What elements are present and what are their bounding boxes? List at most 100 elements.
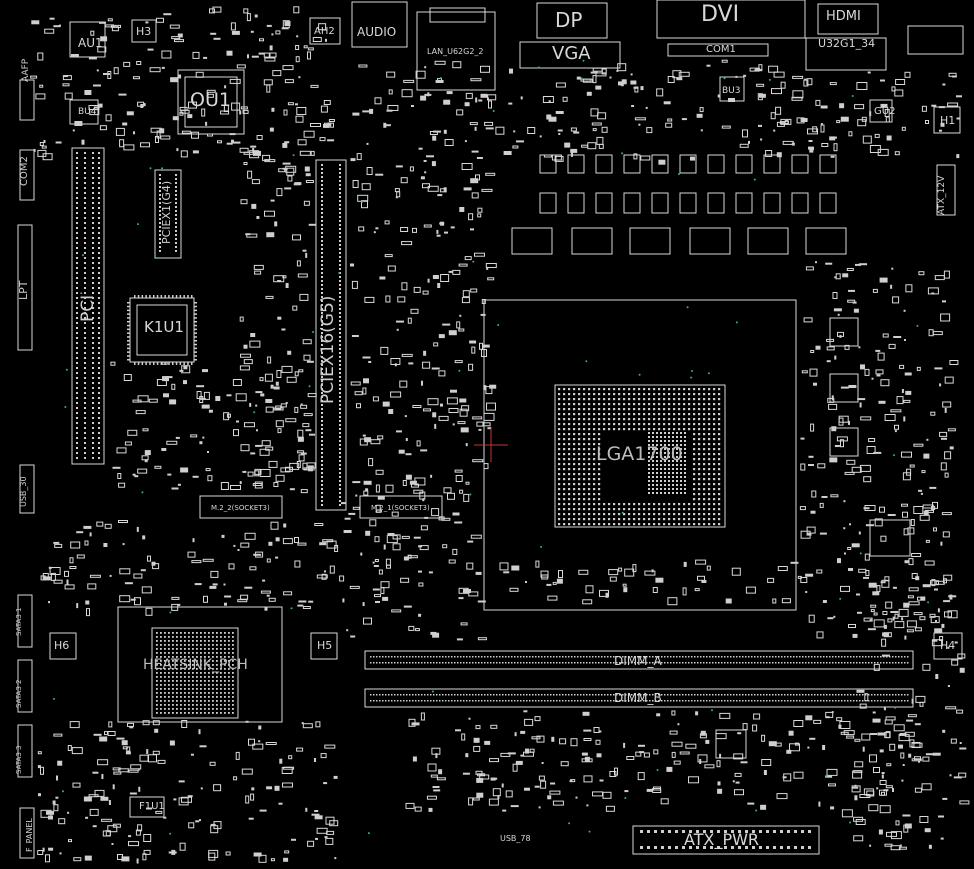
cpu-pad xyxy=(563,478,566,481)
cpu-center-pad xyxy=(660,448,662,450)
smd-part xyxy=(481,299,486,304)
smd-pad xyxy=(894,430,897,433)
pcie-pin xyxy=(321,440,323,442)
smd-part xyxy=(305,180,314,183)
label-h6: H6 xyxy=(54,639,70,652)
cpu-center-pad xyxy=(660,464,662,466)
pcie1-pin xyxy=(175,230,177,232)
smd-part xyxy=(134,597,141,606)
smd-pad xyxy=(701,580,707,583)
pcie-pin xyxy=(321,484,323,486)
cpu-pad xyxy=(618,428,621,431)
smd-part xyxy=(442,544,448,549)
smd-part xyxy=(899,364,905,369)
dimm-a-pin xyxy=(394,662,396,664)
smd-part xyxy=(793,771,804,779)
pch-ball xyxy=(188,700,190,702)
smd-pad xyxy=(283,523,287,528)
pci-pin xyxy=(84,417,86,419)
smd-pad xyxy=(893,336,902,338)
cpu-pad xyxy=(633,503,636,506)
smd-pad xyxy=(478,428,482,431)
smd-part xyxy=(477,207,483,213)
cpu-pad xyxy=(663,418,666,421)
cpu-pad xyxy=(558,408,561,411)
cpu-pad xyxy=(623,503,626,506)
smd-pad xyxy=(539,135,542,138)
k1-pin xyxy=(194,317,197,319)
smd-pad xyxy=(638,744,645,747)
smd-part xyxy=(364,296,375,303)
smd-pad xyxy=(172,116,179,121)
cpu-center-pad xyxy=(684,484,686,486)
smd-part xyxy=(326,540,337,549)
dimm-b-pin xyxy=(709,694,711,696)
pci-pin xyxy=(98,217,100,219)
dimm-a-pin xyxy=(877,656,879,658)
smd-pad xyxy=(943,600,951,603)
smd-part xyxy=(325,837,334,845)
smd-part xyxy=(282,782,293,788)
pch-ball xyxy=(156,660,158,662)
cpu-center-pad xyxy=(648,460,650,462)
smd-pad xyxy=(465,443,468,447)
dimm-b-pin xyxy=(649,700,651,702)
smd-pad xyxy=(258,725,262,730)
smd-part xyxy=(472,459,484,463)
smd-part xyxy=(635,751,642,757)
pch-ball xyxy=(224,660,226,662)
cpu-pad xyxy=(623,423,626,426)
dimm-b-pin xyxy=(445,700,447,702)
smd-part xyxy=(911,573,918,579)
smd-part xyxy=(931,639,943,647)
dimm-b-pin xyxy=(907,694,909,696)
smd-part xyxy=(901,503,908,507)
cpu-pad xyxy=(598,503,601,506)
smd-pad xyxy=(892,788,894,792)
smd-part xyxy=(487,94,497,101)
cpu-pad xyxy=(578,483,581,486)
cpu-pad xyxy=(718,488,721,491)
cpu-pad xyxy=(708,458,711,461)
smd-part xyxy=(380,587,385,595)
cpu-pad xyxy=(668,388,671,391)
dimm-a-pin xyxy=(757,656,759,658)
smd-pad xyxy=(85,816,89,819)
smd-part xyxy=(207,133,213,137)
cpu-pad xyxy=(573,478,576,481)
smd-part xyxy=(671,751,676,758)
pch-ball xyxy=(180,652,182,654)
pch-ball xyxy=(208,672,210,674)
smd-pad xyxy=(405,453,412,456)
pch-ball xyxy=(172,688,174,690)
dimm-b-pin xyxy=(571,700,573,702)
smd-pad xyxy=(169,399,177,405)
dimm-a-pin xyxy=(442,662,444,664)
smd-pad xyxy=(270,384,274,389)
pcie-pin xyxy=(321,348,323,350)
pci-pin xyxy=(92,207,94,209)
dimm-b-pin xyxy=(448,700,450,702)
smd-pad xyxy=(468,717,471,720)
dimm-b-pin xyxy=(568,694,570,696)
dimm-a-pin xyxy=(850,656,852,658)
atx-pin xyxy=(738,846,741,849)
cpu-pad xyxy=(713,518,716,521)
smd-part xyxy=(444,139,454,146)
pch-ball xyxy=(212,644,214,646)
dimm-a-pin xyxy=(595,656,597,658)
smd-part xyxy=(254,270,262,275)
smd-part xyxy=(400,227,409,232)
cpu-pad xyxy=(708,398,711,401)
pch-ball xyxy=(216,656,218,658)
pcie-pin xyxy=(339,348,341,350)
cpu-pad xyxy=(628,428,631,431)
smd-pad xyxy=(768,741,777,747)
pci-pin xyxy=(76,337,78,339)
smd-part xyxy=(259,469,271,477)
cpu-pad xyxy=(573,458,576,461)
smd-pad xyxy=(953,776,962,779)
smd-pad xyxy=(782,776,787,779)
smd-pad xyxy=(911,698,914,704)
smd-pad xyxy=(935,620,937,622)
